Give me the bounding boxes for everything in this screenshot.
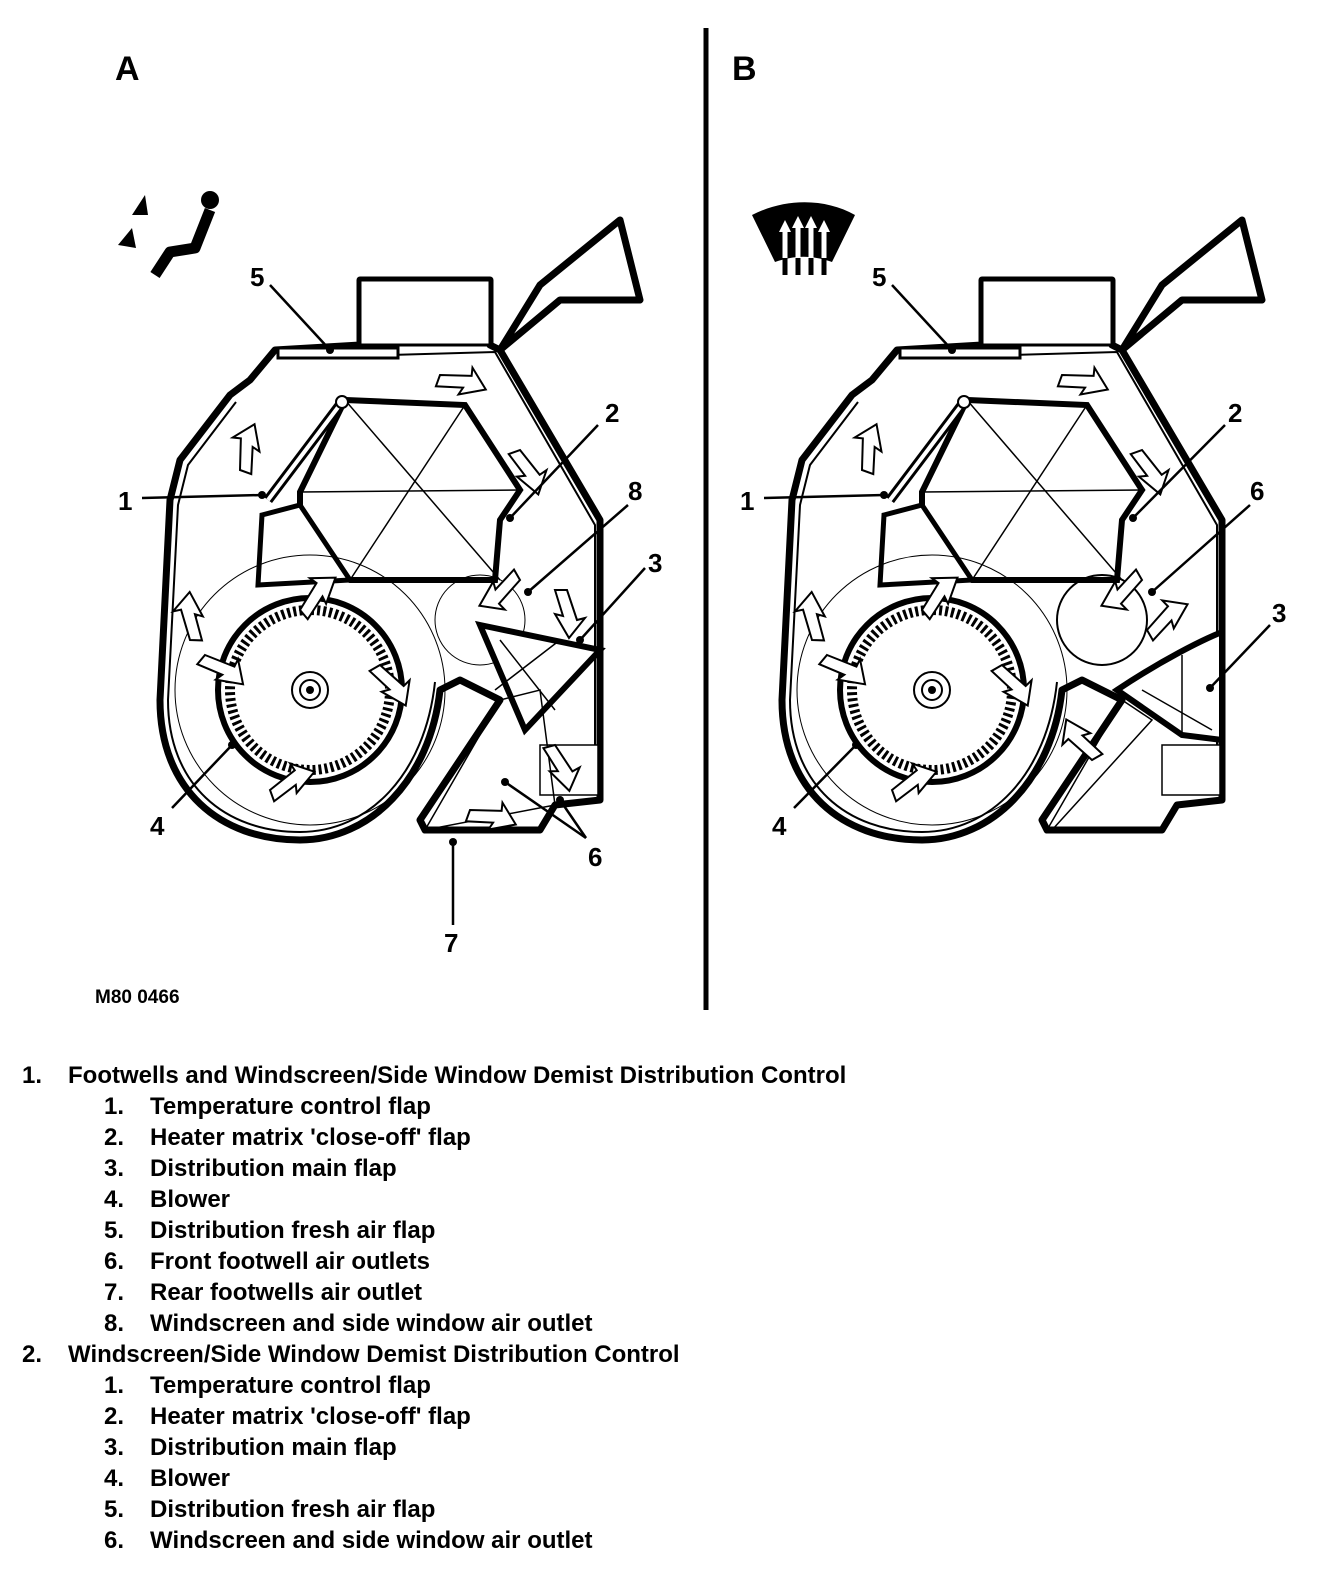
panel-b-letter: B [732, 50, 757, 88]
legend-item-number: 1. [104, 1093, 125, 1120]
callout-a-2: 2 [605, 398, 619, 428]
legend-item: 6. Windscreen and side window air outlet [0, 1527, 1328, 1558]
legend-item-number: 7. [104, 1279, 125, 1306]
legend-item: 1. Temperature control flap [0, 1093, 1328, 1124]
footwell-seat-icon [118, 191, 219, 279]
panel-b-drawing [752, 202, 1262, 840]
panel-b-callouts: 1 2 3 4 5 6 [740, 262, 1286, 841]
legend-item-number: 6. [104, 1527, 125, 1554]
legend-item: 3. Distribution main flap [0, 1434, 1328, 1465]
callout-a-7: 7 [444, 928, 458, 958]
legend-item-number: 4. [104, 1186, 125, 1213]
callout-b-1: 1 [740, 486, 754, 516]
callout-a-3: 3 [648, 548, 662, 578]
legend-item-text: Heater matrix 'close-off' flap [150, 1124, 471, 1151]
legend-item-number: 8. [104, 1310, 125, 1337]
legend-item-number: 3. [104, 1434, 125, 1461]
callout-b-6: 6 [1250, 476, 1264, 506]
legend-item: 7. Rear footwells air outlet [0, 1279, 1328, 1310]
legend-item: 4. Blower [0, 1186, 1328, 1217]
callout-a-1: 1 [118, 486, 132, 516]
callout-b-5: 5 [872, 262, 886, 292]
callout-b-3: 3 [1272, 598, 1286, 628]
callout-b-4: 4 [772, 811, 787, 841]
legend-item-text: Blower [150, 1465, 231, 1492]
heater-distribution-diagram: A B [95, 28, 1286, 1010]
legend-group-number: 2. [22, 1341, 43, 1368]
callout-a-4: 4 [150, 811, 165, 841]
legend: 1. Footwells and Windscreen/Side Window … [0, 1062, 1328, 1558]
legend-item: 2. Heater matrix 'close-off' flap [0, 1403, 1328, 1434]
legend-group-title: Windscreen/Side Window Demist Distributi… [68, 1341, 680, 1368]
legend-item-text: Temperature control flap [150, 1093, 431, 1120]
legend-item-text: Distribution fresh air flap [150, 1496, 436, 1523]
panel-a-letter: A [115, 50, 140, 88]
callout-a-5: 5 [250, 262, 264, 292]
legend-item: 2. Heater matrix 'close-off' flap [0, 1124, 1328, 1155]
legend-item-number: 2. [104, 1124, 125, 1151]
legend-item-text: Heater matrix 'close-off' flap [150, 1403, 471, 1430]
legend-item-number: 2. [104, 1403, 125, 1430]
legend-item: 8. Windscreen and side window air outlet [0, 1310, 1328, 1341]
legend-item-text: Windscreen and side window air outlet [150, 1527, 593, 1554]
legend-item: 5. Distribution fresh air flap [0, 1496, 1328, 1527]
callout-b-2: 2 [1228, 398, 1242, 428]
legend-item: 6. Front footwell air outlets [0, 1248, 1328, 1279]
legend-item-number: 5. [104, 1496, 125, 1523]
legend-item-text: Distribution main flap [150, 1155, 397, 1182]
callout-a-8: 8 [628, 476, 642, 506]
callout-a-6: 6 [588, 842, 602, 872]
legend-item-text: Temperature control flap [150, 1372, 431, 1399]
reference-code: M80 0466 [95, 987, 180, 1008]
panel-a-drawing [118, 191, 640, 840]
legend-item-text: Rear footwells air outlet [150, 1279, 423, 1306]
legend-item-number: 1. [104, 1372, 125, 1399]
legend-item-number: 5. [104, 1217, 125, 1244]
legend-item-text: Blower [150, 1186, 231, 1213]
legend-item-number: 4. [104, 1465, 125, 1492]
legend-item: 1. Temperature control flap [0, 1372, 1328, 1403]
legend-item-text: Distribution main flap [150, 1434, 397, 1461]
legend-item-text: Front footwell air outlets [150, 1248, 430, 1275]
legend-item-text: Distribution fresh air flap [150, 1217, 436, 1244]
legend-group-2: 2. Windscreen/Side Window Demist Distrib… [0, 1341, 1328, 1558]
windscreen-demist-icon [752, 202, 855, 275]
legend-item: 3. Distribution main flap [0, 1155, 1328, 1186]
legend-item-number: 3. [104, 1155, 125, 1182]
legend-item-text: Windscreen and side window air outlet [150, 1310, 593, 1337]
legend-item: 4. Blower [0, 1465, 1328, 1496]
legend-group-title: Footwells and Windscreen/Side Window Dem… [68, 1062, 847, 1089]
legend-group-1: 1. Footwells and Windscreen/Side Window … [0, 1062, 1328, 1341]
legend-group-number: 1. [22, 1062, 43, 1089]
legend-item-number: 6. [104, 1248, 125, 1275]
panel-a-callouts: 1 2 3 4 5 6 7 8 [118, 262, 662, 958]
legend-item: 5. Distribution fresh air flap [0, 1217, 1328, 1248]
